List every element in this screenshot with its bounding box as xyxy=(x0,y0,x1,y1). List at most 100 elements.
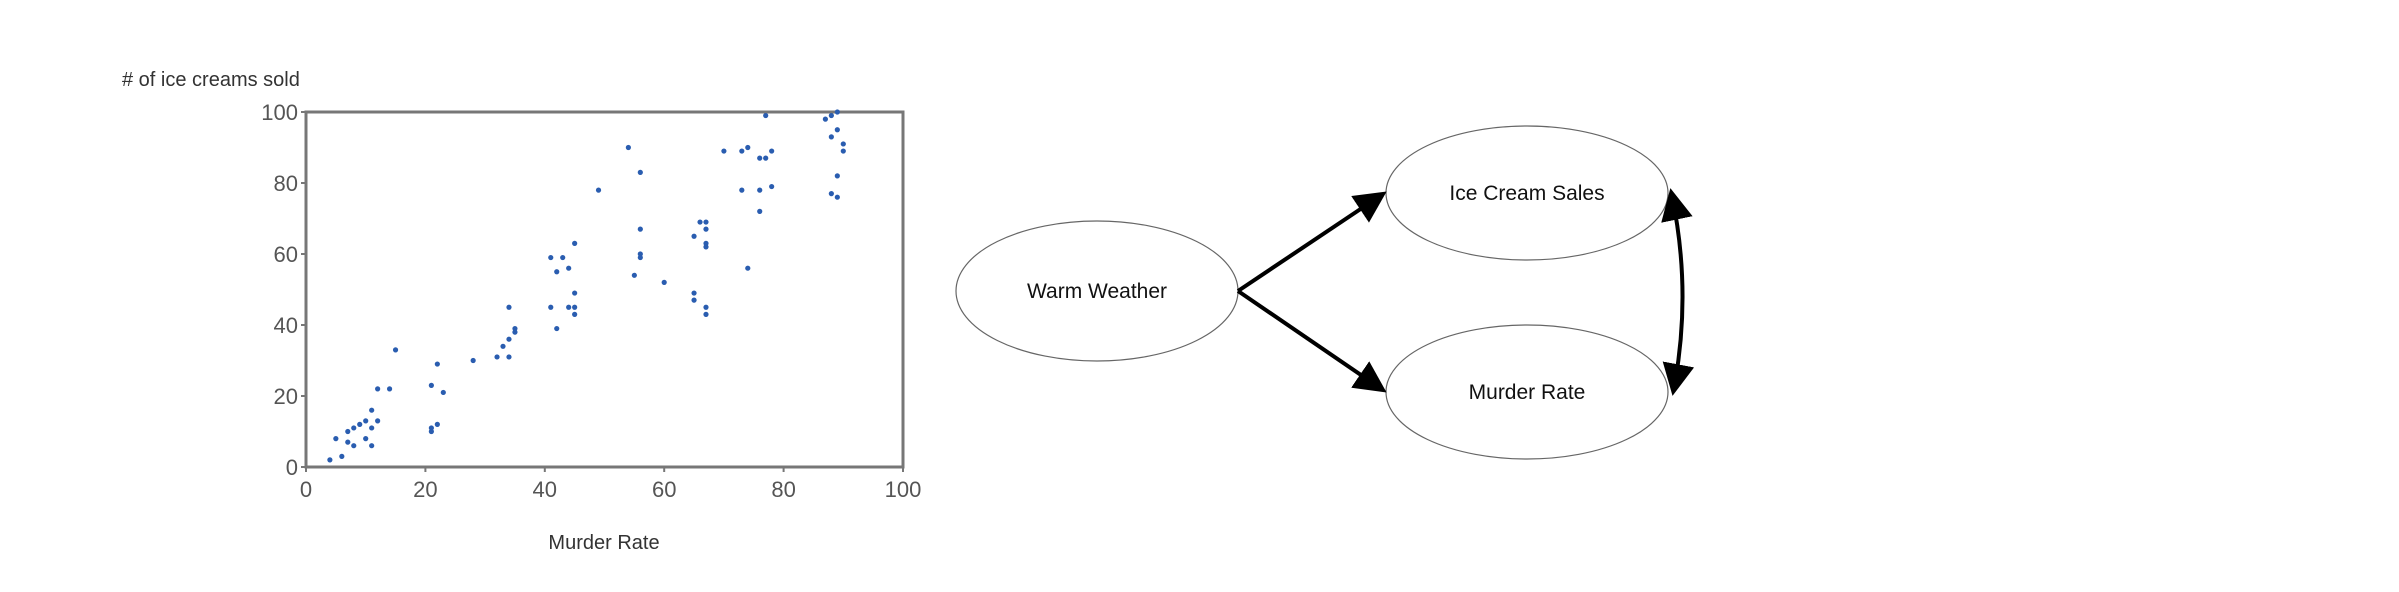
scatter-point xyxy=(822,116,828,122)
scatter-point xyxy=(834,127,840,133)
scatter-point xyxy=(434,421,440,427)
scatter-point xyxy=(703,219,709,225)
scatter-point xyxy=(637,226,643,232)
scatter-point xyxy=(769,183,775,190)
y-tick-label: 100 xyxy=(261,100,298,125)
scatter-point xyxy=(691,290,697,296)
scatter-point xyxy=(554,325,560,332)
scatter-point xyxy=(351,425,357,431)
scatter-point xyxy=(828,191,834,197)
y-axis-label: # of ice creams sold xyxy=(122,69,300,91)
bidirectional-arrow-icecream-murder xyxy=(1661,188,1695,396)
scatter-point xyxy=(703,311,709,317)
scatter-point xyxy=(703,244,709,250)
node-warm-weather-label: Warm Weather xyxy=(1027,280,1167,303)
x-tick-label: 100 xyxy=(885,477,922,502)
scatter-point xyxy=(572,290,578,296)
scatter-point xyxy=(566,265,572,271)
scatter-point xyxy=(392,347,399,353)
x-tick-label: 20 xyxy=(413,477,437,502)
scatter-point xyxy=(386,386,393,392)
scatter-point xyxy=(840,141,846,147)
scatter-point xyxy=(572,240,578,246)
scatter-point xyxy=(703,226,709,232)
scatter-point xyxy=(506,304,512,310)
x-tick-label: 60 xyxy=(652,477,676,502)
scatter-point xyxy=(357,421,363,427)
scatter-point xyxy=(363,418,369,424)
scatter-point xyxy=(739,187,745,193)
scatter-point xyxy=(345,439,351,445)
x-tick-label: 0 xyxy=(300,477,312,502)
scatter-point xyxy=(369,407,375,413)
scatter-points xyxy=(327,109,846,463)
scatter-point xyxy=(625,144,631,151)
plot-frame xyxy=(304,110,905,469)
x-tick-label: 80 xyxy=(771,477,795,502)
arrow-weather-to-murder xyxy=(1236,289,1387,393)
node-ice-cream-sales-label: Ice Cream Sales xyxy=(1449,182,1604,205)
scatter-point xyxy=(739,148,745,154)
scatter-point xyxy=(697,219,703,225)
scatter-point xyxy=(661,279,667,285)
scatter-point xyxy=(339,453,345,459)
scatter-point xyxy=(572,304,578,310)
scatter-point xyxy=(560,254,566,261)
scatter-point xyxy=(327,457,333,463)
scatter-point xyxy=(631,272,637,278)
scatter-point xyxy=(434,361,440,367)
scatter-point xyxy=(757,208,763,214)
scatter-point xyxy=(566,304,572,310)
scatter-point xyxy=(470,357,476,364)
causal-diagram: Warm Weather Ice Cream Sales Murder Rate xyxy=(955,125,1695,460)
scatter-point xyxy=(721,148,727,154)
scatter-point xyxy=(763,112,769,119)
scatter-point xyxy=(369,425,375,431)
scatter-chart: # of ice creams sold Murder Rate 0 20 40 60… xyxy=(122,69,921,554)
scatter-point xyxy=(363,436,369,442)
y-tick-label: 0 xyxy=(286,455,298,480)
y-tick-label: 40 xyxy=(274,313,298,338)
scatter-point xyxy=(691,297,697,303)
scatter-point xyxy=(769,148,775,154)
scatter-point xyxy=(333,436,339,442)
scatter-point xyxy=(637,169,643,175)
scatter-point xyxy=(548,304,554,310)
y-tick-label: 60 xyxy=(274,242,298,267)
scatter-point xyxy=(500,343,506,349)
scatter-point xyxy=(763,155,769,161)
x-ticks: 0 20 40 60 80 100 xyxy=(300,467,921,502)
scatter-point xyxy=(512,325,518,332)
scatter-point xyxy=(351,443,357,449)
scatter-point xyxy=(828,112,834,119)
scatter-point xyxy=(428,428,434,435)
scatter-point xyxy=(595,187,602,193)
arrow-weather-to-icecream xyxy=(1236,191,1387,293)
y-tick-label: 20 xyxy=(274,384,298,409)
scatter-point xyxy=(554,269,560,275)
scatter-point xyxy=(428,382,434,388)
scatter-point xyxy=(494,354,500,360)
scatter-point xyxy=(375,418,381,424)
scatter-point xyxy=(703,304,709,310)
scatter-point xyxy=(834,194,840,200)
scatter-point xyxy=(745,265,751,271)
scatter-point xyxy=(828,134,834,140)
scatter-point xyxy=(757,187,763,193)
scatter-point xyxy=(548,254,554,261)
scatter-point xyxy=(840,148,846,154)
x-axis-label: Murder Rate xyxy=(548,532,659,554)
scatter-point xyxy=(440,389,446,396)
scatter-point xyxy=(369,443,375,449)
x-tick-label: 40 xyxy=(533,477,557,502)
node-murder-rate-label: Murder Rate xyxy=(1469,381,1586,404)
scatter-point xyxy=(375,386,381,392)
scatter-point xyxy=(572,311,578,317)
scatter-point xyxy=(745,144,751,151)
scatter-point xyxy=(691,233,697,239)
scatter-point xyxy=(757,155,763,161)
scatter-point xyxy=(834,109,840,115)
scatter-point xyxy=(637,254,643,261)
